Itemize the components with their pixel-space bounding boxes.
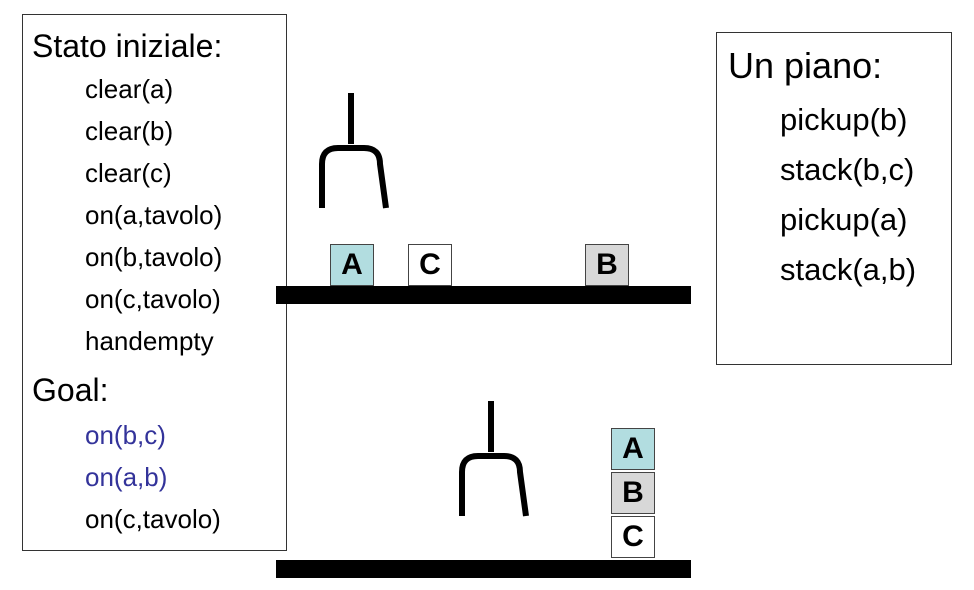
initial-fact: clear(c) <box>85 158 172 188</box>
plan-panel <box>716 32 952 365</box>
plan-step: stack(a,b) <box>780 252 917 287</box>
goal-fact: on(b,c) <box>85 420 166 450</box>
table-goal <box>276 560 691 578</box>
initial-state-title: Stato iniziale: <box>32 28 223 64</box>
robot-gripper-icon <box>319 93 389 209</box>
initial-fact: clear(a) <box>85 74 174 104</box>
state-panel <box>22 14 287 551</box>
plan-title: Un piano: <box>728 45 883 86</box>
block-c: C <box>611 516 655 558</box>
goal-fact: on(c,tavolo) <box>85 504 221 534</box>
initial-fact: on(b,tavolo) <box>85 242 223 272</box>
block-c: C <box>408 244 452 286</box>
plan-step: pickup(a) <box>780 202 908 237</box>
block-b: B <box>611 472 655 514</box>
initial-fact: clear(b) <box>85 116 174 146</box>
goal-fact: on(a,b) <box>85 462 168 492</box>
block-a: A <box>611 428 655 470</box>
block-a: A <box>330 244 374 286</box>
robot-gripper-icon <box>459 401 529 517</box>
initial-fact: handempty <box>85 326 214 356</box>
table-initial <box>276 286 691 304</box>
goal-title: Goal: <box>32 372 109 408</box>
initial-fact: on(c,tavolo) <box>85 284 221 314</box>
initial-fact: on(a,tavolo) <box>85 200 223 230</box>
block-b: B <box>585 244 629 286</box>
plan-step: pickup(b) <box>780 102 908 137</box>
plan-step: stack(b,c) <box>780 152 915 187</box>
